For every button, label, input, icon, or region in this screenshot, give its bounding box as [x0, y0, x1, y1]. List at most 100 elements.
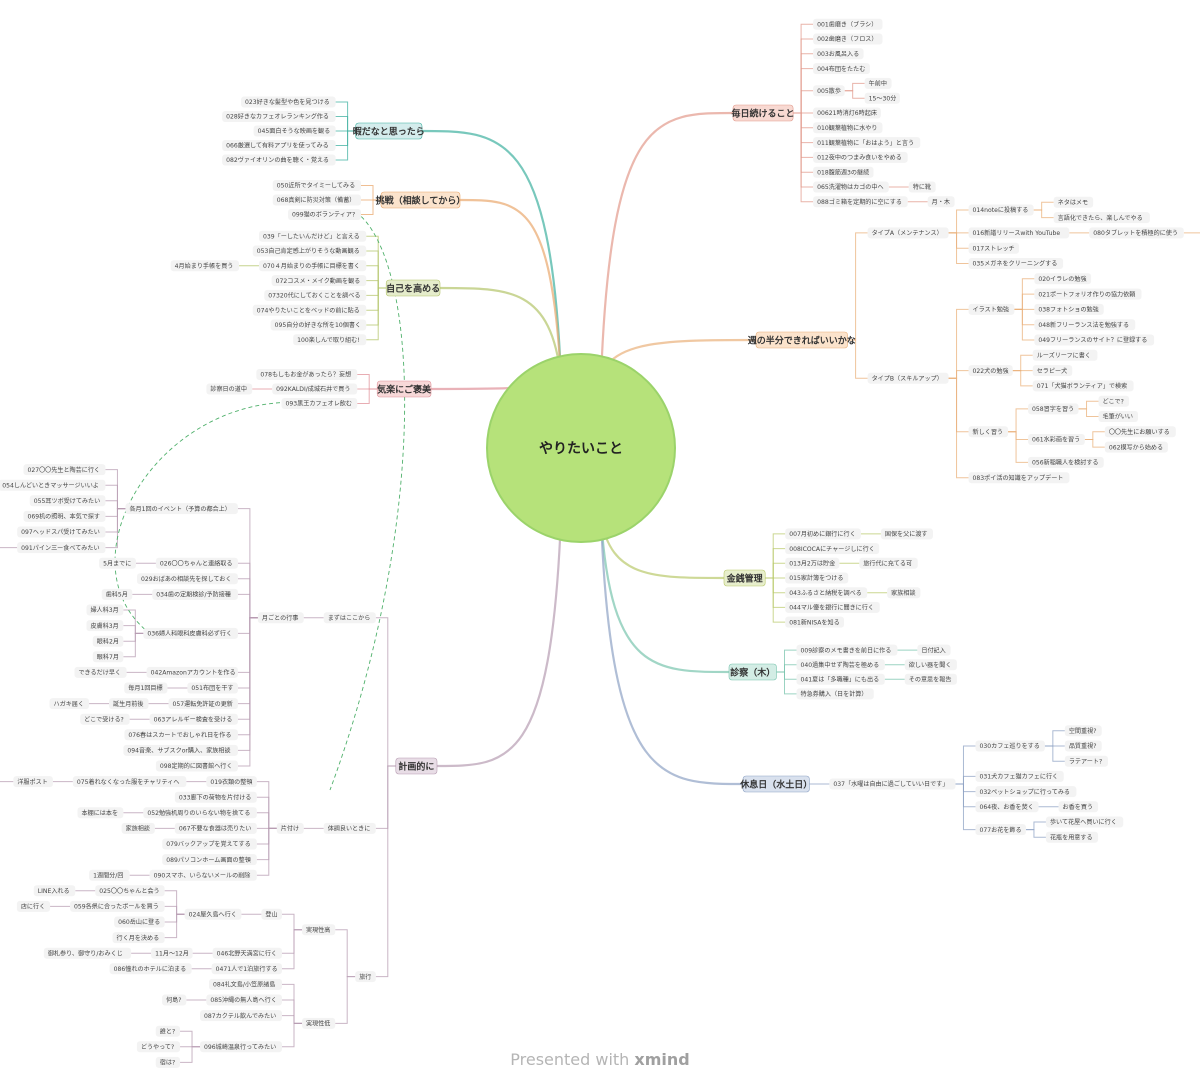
topic-1c1k1ijaf9l89ke9nf9mu9nv[interactable]: 086憧れのホテルに泊まる	[109, 963, 192, 975]
topic-gg8g99ffx[interactable]: 午前中	[864, 77, 892, 89]
topic-9ku9ju9kf9jn9jn9jf9l5[interactable]: まずはここから	[323, 612, 376, 624]
topic-1c1k1e9o49lt9lw9m29nu9o3[interactable]: 082ヴァイオリンの曲を聴く・覚える	[222, 154, 336, 166]
topic-1d1c1cku59jr9lf9k7gk69l6[interactable]: 100楽しんで取り組む!	[293, 334, 367, 346]
topic-9n19mn9kf9nl9nm[interactable]: ネタはメモ	[1053, 196, 1094, 208]
topic-1c1g1g9ni9nvg169lesxsqx8[interactable]: 044マル優を銀行に聞きに行く	[785, 601, 880, 613]
topic-1c1g1f9kl9l79jp9k8op9o3y[interactable]: 043ふるさと納税を調べる	[785, 587, 868, 599]
topic-9nt9mu9lu9oc9mw1r[interactable]: ラテアート?	[1064, 755, 1109, 767]
topic-1c1c1i1e1dk76lmwm7j1ik76[interactable]: 00621時消灯6時起床	[813, 107, 881, 119]
topic-lazocm9jg9j89j8[interactable]: 毛筆がいい	[1098, 411, 1139, 422]
topic-1c1c1dl7znvs9jh1edk9na9n[interactable]: 001歯磨き（ブラシ）	[813, 18, 883, 30]
topic-1c1c1gikjh5v9le9jz9jz9kw[interactable]: 004布団をたたむ	[813, 63, 870, 75]
topic-njwo291ekco[interactable]: 眼科2月	[92, 635, 124, 647]
topic-1d1dkco9i41d1ekco[interactable]: 11月〜12月	[151, 947, 193, 959]
topic-9mn9lw9nb1u1edk9mh9m59nv[interactable]: タイプB（スキルアップ）	[867, 372, 949, 384]
topic-1c1f1dmng9m39n99lzmqz9m3[interactable]: 031犬カフェ猫カフェに行く	[975, 770, 1064, 782]
topic-k349jr9jjp8y9ja[interactable]: 新しく習う	[968, 426, 1009, 438]
topic-1c1c1lrayi5b9ke9nl9nmkc8[interactable]: 009診察のメモ書きを前日に作る	[796, 644, 898, 656]
topic-1c1i1ekypg499jf9l5hqj9kx[interactable]: 062模写から始める	[1104, 441, 1168, 453]
topic-1c1k1k9mc9njofl9lei3ekdb[interactable]: 088ゴミ箱を定期的に空にする	[813, 196, 908, 208]
topic-rayi5bk4l9kesibffx[interactable]: 診察日の道中	[206, 383, 253, 395]
topic-1c1l1fvdemtn9m39n99lz9m2[interactable]: 093黒王カフェオレ飲む	[281, 398, 358, 409]
topic-1c1c1f9jeu5kgn6g2t9l7[interactable]: 003お風呂入る	[813, 48, 864, 60]
topic-1c1l1d9n59lw9o3fex9ocu73[interactable]: 091パイン三ー食べてみたい	[17, 542, 106, 554]
topic-1c1d1kpkpocrshd1f9keot5o[interactable]: 018腹筋週3の継続	[813, 166, 874, 178]
topic-1c1g1htwinel9jx9ja9kak68[interactable]: 045面白そうな映画を観る	[253, 125, 336, 137]
topic-1c1l1j9nc9mr9mx9mh9n5gk7[interactable]: 097ヘッドスパ受けてみたい	[17, 526, 106, 538]
topic-fo3renprj9j89k89jh9kb[interactable]: 体調良いときに	[323, 822, 376, 834]
topic-1c1d1g3233382t9kbjh1o5b9[interactable]: 014noteに投稿する	[968, 204, 1034, 216]
topic-1c1d1hi46r9kojj9le9k49jl[interactable]: 015家計簿をつける	[785, 572, 849, 584]
topic-njwo291jkco[interactable]: 眼科7月	[92, 651, 124, 663]
topic-1c1e1emng9kegcpit3[interactable]: 022犬の勉強	[968, 365, 1013, 377]
topic-ion9kbqx89jj[interactable]: 店に行く	[16, 900, 51, 912]
topic-1c1d1ik34rj09nu9nu9oc9mh[interactable]: 016新譜リリースwith YouTube	[968, 227, 1070, 239]
branch-6[interactable]: 週の半分できればいいかな	[748, 331, 856, 349]
topic-1c1e1d9nh9oc9mw9n99m19nu[interactable]: 021ポートフォリオ作りの協力依頼	[1034, 288, 1142, 300]
topic-1c1j1c1edwkcohqj9ku9l69k[interactable]: 070４月始まりの手帳に目標を書く	[259, 260, 367, 272]
topic-1c1i1hljrm3zmll9kf9m39mc[interactable]: 065洗濯物はカゴの中へ	[813, 181, 889, 193]
topic-9k99jn9k71r[interactable]: どこで?	[1098, 395, 1130, 407]
topic-1c1e1l9je9kg9j69keni0rev[interactable]: 029おばあの相談先を探しておく	[137, 573, 238, 585]
topic-1c1i1ghlo9hd9jeuc99lemca[interactable]: 064夜、お香を焚く	[975, 801, 1039, 813]
topic-nfyplmo291fkco[interactable]: 皮膚科3月	[86, 620, 124, 632]
topic-1c1j1j9jeptd9leu7y9l7[interactable]: 077お花を飾る	[975, 824, 1026, 836]
topic-1c1f1h9nl9m49n19le9m79nu[interactable]: 035メガネをクリーニングする	[968, 258, 1064, 269]
topic-1c1d1j9mh9mw9nw9mr9mp[interactable]: 017ストレッチ	[968, 242, 1020, 254]
topic-1c1j1hnk09l89ka9jj9ka9k3[interactable]: 075着れなくなった服をチャリティへ	[72, 776, 187, 788]
topic-i46k3zni0rev[interactable]: 家族相談	[887, 587, 921, 599]
topic-l7zo291hkco[interactable]: 歯科5月	[101, 588, 133, 600]
topic-1c1l1ki3ekdbnes9kbh6bkc8[interactable]: 098定期的に図書館へ行く	[155, 760, 238, 772]
branch-7[interactable]: 金銭管理	[723, 569, 766, 587]
topic-mm19kbtx0[interactable]: 特に靴	[908, 181, 936, 193]
topic-1c1f1ihuufjuo29njwo29nfy[interactable]: 036婦人科眼科皮膚科必ず行く	[143, 627, 238, 639]
topic-1c1f1e9ne9mr9mw9mf9nr9mr[interactable]: 032ペットショップに行ってみる	[975, 786, 1077, 798]
topic-1c1h1csepjeo9k79mn9lw9nj[interactable]: 050近所でタイミーしてみる	[272, 180, 361, 191]
topic-1c1i1lke29kemefk5q9hdkdo[interactable]: 069机の照明、本気で探す	[23, 510, 106, 522]
topic-9mj9nt9n89ocmng[interactable]: セラピー犬	[1032, 365, 1073, 377]
branch-0[interactable]: 暇だなと思ったら	[353, 122, 425, 140]
topic-rdhn4vkcog99ivg[interactable]: 誕生月前後	[109, 698, 149, 710]
topic-1c1j1f1e1cfkz9kb9jr9k69j[interactable]: 07320代にしておくことを調べる	[264, 289, 367, 301]
topic-gqpru2sstr6e1r[interactable]: 品質重視?	[1064, 740, 1102, 752]
topic-9jx9kej67izh9lehf5gne[interactable]: その意思を報告	[904, 673, 957, 685]
topic-1c1f1c9m39n99lzijl9l69le[interactable]: 030カフェ巡りをする	[975, 740, 1045, 752]
topic-mm1izpg8orukg2t1edkk4l9l[interactable]: 特急券購入（日を計算）	[796, 688, 874, 700]
branch-5[interactable]: 毎日続けること	[732, 104, 795, 122]
topic-k3pqx8fkz9kbg1x9k69l7gkv[interactable]: 旅行代に充てる可	[859, 557, 918, 569]
topic-1c1f1k9n99m19mw9mf9nr9ke[interactable]: 038フォトショの勉強	[1034, 303, 1104, 315]
topic-i3jmwuizrfny[interactable]: 実現性低	[302, 1017, 336, 1029]
topic-9mn9lw9nb1t1edk9nl9o39mu[interactable]: タイプA（メンテナンス）	[867, 227, 949, 239]
topic-mknfko9jl[interactable]: 片付け	[276, 822, 304, 834]
topic-1c1g1e1t312p3e33329lu9m3[interactable]: 042Amazonアカウントを作る	[146, 666, 238, 678]
topic-1c1h1g9jr9lf9k99j89k89jh[interactable]: 054しんどいときマッサージいいよ	[0, 479, 106, 491]
topic-1c1i1f9lu9nw9nv9m69ockrg[interactable]: 063アレルギー検査を受ける	[149, 713, 238, 725]
branch-9[interactable]: 休息日（水土日）	[739, 775, 812, 793]
topic-1c1h1hpbn9ms9nggk79jl9k6[interactable]: 055耳ツボ受けてみたい	[29, 495, 106, 507]
topic-9nv9oc9mi9nu9oc9n99kbkc8[interactable]: ルーズリーフに書く	[1032, 349, 1098, 361]
topic-1c1j1k9ky9jr9ky9jessx9jg[interactable]: 078もしもお金があったら？妄想	[256, 369, 358, 380]
topic-1c1l1hpnug7a9kehod9jh9ka[interactable]: 095自分の好きな所を10個書く	[270, 319, 367, 331]
branch-1[interactable]: 挑戦（相談してから）	[376, 191, 466, 209]
topic-1dshdtjng7a1bh5q[interactable]: 1週間分/回	[89, 869, 130, 881]
topic-1c1c1el7znvs9jh1edk9n99n[interactable]: 002歯磨き（フロス）	[813, 33, 883, 45]
topic-1c1d1lqxvu3i9kek1gu1f[interactable]: 019衣類の整頓	[206, 776, 257, 788]
topic-1c1g1kk349n99nu9oc9nt9o3[interactable]: 048新フリーランス法を勉強する	[1034, 319, 1136, 331]
topic-1c1h1lglgnik9kbglk9k39jz[interactable]: 059各県に合ったボールを買う	[70, 900, 165, 912]
topic-1c1h1dikjh5v9leinm9jt[interactable]: 051布団を干す	[187, 682, 238, 694]
topic-1c1g1csi6ts6ffx9jv9jutpy[interactable]: 040過集中せず陶芸を極める	[796, 659, 885, 671]
topic-1c1f1j9holdgkbg9kfpnun5d[interactable]: 037「水曜は自由に過ごしていい日です」	[829, 778, 956, 790]
topic-1c1e1h9hj9hj9k19kz9lf9k8[interactable]: 025〇〇ちゃんと会う	[95, 885, 165, 897]
topic-l7t9j89k6ptdi8b9korsn9j8[interactable]: 歩いて花屋へ買いに行く	[1045, 816, 1124, 828]
topic-1c1l1e231t241w211bjdchce[interactable]: 092KALDI/成城石井で買う	[272, 383, 358, 395]
topic-9jeuc99lersn9ja[interactable]: お香を買う	[1058, 801, 1099, 813]
topic-9hj9hjg20n4v9kb9jeu3c9j8[interactable]: 〇〇先生にお願いする	[1104, 426, 1176, 438]
topic-1gkcohqj9ku9l6jezilv9ler[interactable]: 4月始まり手帳を買う	[170, 260, 240, 272]
topic-1c1d1fkco1efev9kfrsfssx[interactable]: 013月2万は貯金	[785, 557, 840, 569]
topic-1c1h1fpnuik1pf3i3ej6nfey[interactable]: 053自己肯定感上がりそうな動画観る	[252, 245, 367, 257]
topic-1c1g1l9n99nu9oc9nt9o39mh[interactable]: 049フリーランスのサイト？に登録する	[1034, 334, 1155, 346]
topic-1c1h1kp8yi1j9lep8y9ja[interactable]: 058習字を習う	[1028, 403, 1079, 415]
topic-1c1e1gi8bfglid29koqx89jj[interactable]: 024屋久島へ行く	[184, 908, 242, 920]
topic-1c1e1khod9jh9ka9m39n99lz[interactable]: 028好きなカフェオレランキング作る	[222, 111, 336, 122]
topic-r9crdqgeu9k79jh9jz9l59hd[interactable]: 言語化できたら、楽しんでやる	[1053, 212, 1150, 224]
